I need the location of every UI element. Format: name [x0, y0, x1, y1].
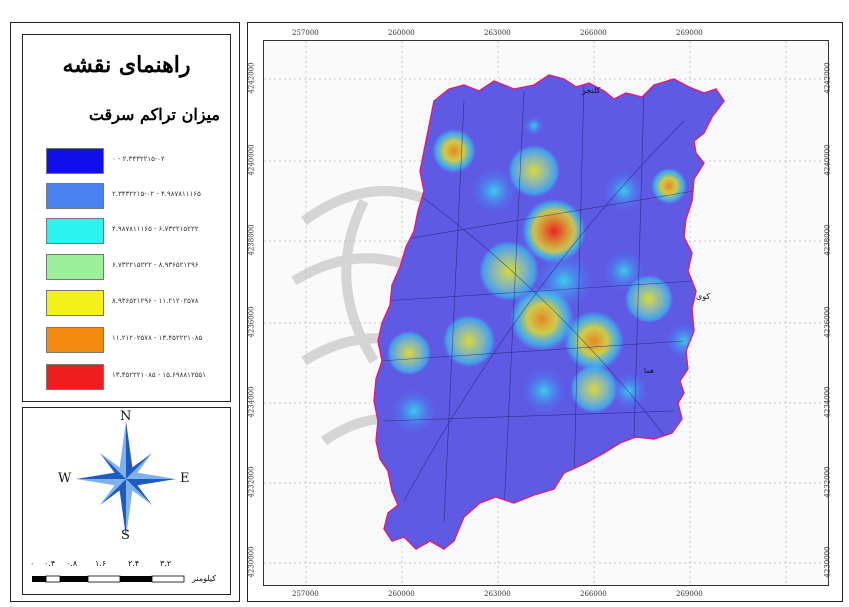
legend-panel	[10, 22, 240, 602]
x-tick-top: 269000	[676, 29, 703, 37]
x-tick-top: 257000	[292, 29, 319, 37]
x-tick-bottom: 260000	[388, 590, 415, 598]
legend-class-2: ۲.۳۴۳۲۲۱۵-۰۲ - ۴.۹۸۷۸۱۱۱۶۵	[46, 183, 226, 209]
y-tick-left: 4242000	[247, 62, 256, 94]
scale-tick: ۲.۴	[128, 559, 140, 568]
legend-range-label: ۱۳.۴۵۲۲۲۱۰۸۵ - ۱۵.۶۹۸۸۱۲۵۵۱	[112, 371, 206, 379]
y-tick-right: 4230000	[823, 546, 832, 578]
crime-density-map: کلنجر کوی هما	[264, 41, 828, 585]
y-tick-left: 4232000	[247, 466, 256, 498]
legend-class-7: ۱۳.۴۵۲۲۲۱۰۸۵ - ۱۵.۶۹۸۸۱۲۵۵۱	[46, 364, 226, 390]
compass-east-label: E	[180, 471, 190, 486]
legend-swatch	[46, 364, 104, 390]
y-tick-left: 4230000	[247, 546, 256, 578]
map-place-label: کلنجر	[581, 86, 601, 95]
y-tick-right: 4232000	[823, 466, 832, 498]
legend-class-3: ۴.۹۸۷۸۱۱۱۶۵ - ۶.۷۳۲۲۱۵۲۲۲	[46, 218, 226, 244]
x-tick-bottom: 266000	[580, 590, 607, 598]
legend-class-6: ۱۱.۲۱۲۰۲۵۷۸ - ۱۳.۴۵۲۲۲۱۰۸۵	[46, 327, 226, 353]
legend-range-label: ۴.۹۸۷۸۱۱۱۶۵ - ۶.۷۳۲۲۱۵۲۲۲	[112, 225, 199, 233]
scale-tick: ۰.۸	[66, 559, 78, 568]
legend-title: راهنمای نقشه	[62, 52, 191, 78]
y-tick-left: 4236000	[247, 306, 256, 338]
legend-range-label: ۲.۳۴۳۲۲۱۵-۰۲ - ۴.۹۸۷۸۱۱۱۶۵	[112, 190, 201, 198]
y-tick-right: 4234000	[823, 386, 832, 418]
legend-range-label: ۸.۹۳۶۵۲۱۲۹۶ - ۱۱.۲۱۲۰۲۵۷۸	[112, 297, 199, 305]
legend-swatch	[46, 327, 104, 353]
legend-subtitle: میزان تراکم سرقت	[88, 105, 220, 124]
scale-unit-label: کیلومتر	[192, 574, 217, 583]
x-tick-top: 263000	[484, 29, 511, 37]
y-tick-left: 4240000	[247, 144, 256, 176]
scale-tick: ۰.۴	[44, 559, 56, 568]
y-tick-right: 4236000	[823, 306, 832, 338]
x-tick-bottom: 257000	[292, 590, 319, 598]
legend-class-4: ۶.۷۳۲۲۱۵۲۲۲ - ۸.۹۳۶۵۲۱۲۹۶	[46, 254, 226, 280]
scale-tick: ۱.۶	[95, 559, 107, 568]
legend-class-1: ۰ - ۲.۳۴۳۲۲۱۵-۰۲	[46, 148, 226, 174]
legend-swatch	[46, 290, 104, 316]
scale-tick: ۰	[30, 559, 35, 568]
map-frame	[247, 22, 843, 602]
compass-north-label: N	[120, 409, 132, 424]
street-network	[378, 80, 695, 522]
legend-swatch	[46, 254, 104, 280]
legend-swatch	[46, 218, 104, 244]
x-tick-top: 260000	[388, 29, 415, 37]
scale-bar-graphic	[32, 575, 185, 583]
y-tick-left: 4238000	[247, 224, 256, 256]
north-arrow-icon	[76, 421, 176, 537]
x-tick-bottom: 269000	[676, 590, 703, 598]
y-tick-left: 4234000	[247, 386, 256, 418]
legend-class-5: ۸.۹۳۶۵۲۱۲۹۶ - ۱۱.۲۱۲۰۲۵۷۸	[46, 290, 226, 316]
legend-range-label: ۱۱.۲۱۲۰۲۵۷۸ - ۱۳.۴۵۲۲۲۱۰۸۵	[112, 334, 203, 342]
x-tick-bottom: 263000	[484, 590, 511, 598]
compass-box	[22, 407, 231, 595]
compass-south-label: S	[121, 528, 130, 543]
scale-tick: ۳.۲	[160, 559, 172, 568]
y-tick-right: 4238000	[823, 224, 832, 256]
x-tick-top: 266000	[580, 29, 607, 37]
y-tick-right: 4242000	[823, 62, 832, 94]
compass-west-label: W	[58, 471, 72, 486]
map-canvas[interactable]: کلنجر کوی هما	[263, 40, 829, 586]
legend-swatch	[46, 183, 104, 209]
legend-range-label: ۰ - ۲.۳۴۳۲۲۱۵-۰۲	[112, 155, 165, 163]
legend-swatch	[46, 148, 104, 174]
legend-box	[22, 34, 231, 402]
legend-range-label: ۶.۷۳۲۲۱۵۲۲۲ - ۸.۹۳۶۵۲۱۲۹۶	[112, 261, 199, 269]
map-place-label: کوی	[696, 292, 710, 301]
map-place-label: هما	[644, 367, 654, 375]
y-tick-right: 4240000	[823, 144, 832, 176]
